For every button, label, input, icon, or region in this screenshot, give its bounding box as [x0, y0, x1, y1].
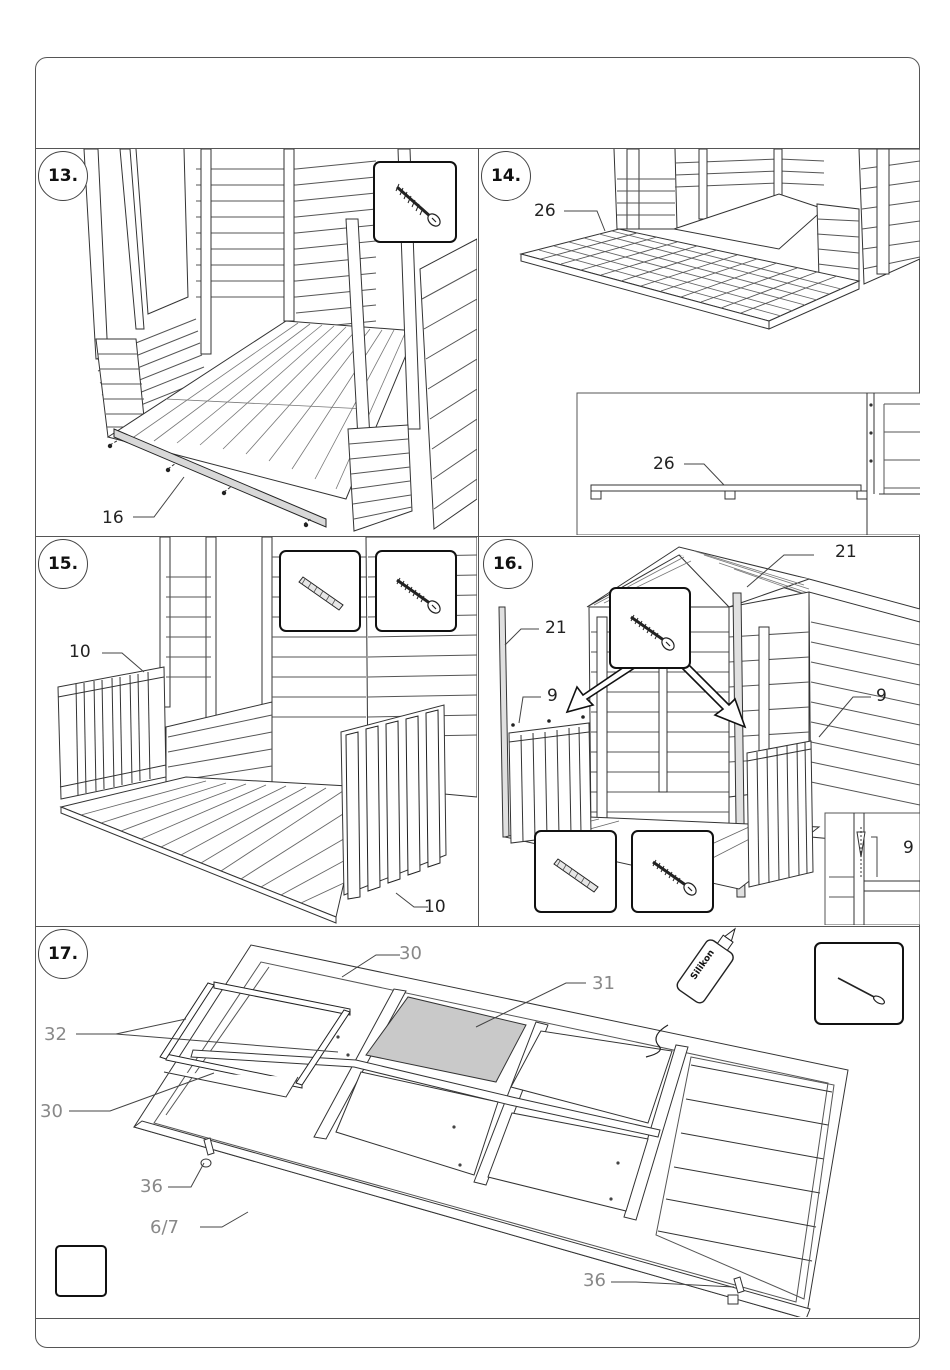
step-16-number: 16. [483, 539, 533, 589]
dowel-icon [281, 552, 363, 634]
step-15-callout-10-left: 10 [69, 642, 91, 662]
step-16-panel: 16. 21 21 9 9 9 [479, 537, 920, 925]
step-17-drawing [36, 927, 920, 1317]
step-17-nail-box [814, 942, 904, 1025]
step-13-callout-16: 16 [102, 508, 124, 528]
step-15-screw-box [375, 550, 457, 632]
footer-band [35, 1318, 920, 1348]
step-14-number: 14. [481, 151, 531, 201]
step-16-callout-21-left: 21 [545, 618, 567, 638]
screw-icon [611, 589, 693, 671]
step-17-callout-32: 32 [44, 1024, 67, 1045]
step-17-panel: 17. 30 31 32 30 36 6/7 36 Silikon [36, 927, 920, 1317]
step-13-panel: 13. 16 [36, 149, 477, 535]
step-17-callout-36-left: 36 [140, 1176, 163, 1197]
screw-icon [377, 552, 459, 634]
step-13-screw-box [373, 161, 457, 243]
step-17-callout-36-right: 36 [583, 1270, 606, 1291]
dowel-icon [536, 832, 619, 915]
screw-icon [633, 832, 716, 915]
step-16-callout-9-left: 9 [547, 686, 558, 706]
screw-icon [375, 163, 459, 245]
step-13-number: 13. [38, 151, 88, 201]
step-16-callout-9-inset: 9 [903, 838, 914, 858]
step-16-screw-box-bottom [631, 830, 714, 913]
step-17-callout-6-7: 6/7 [150, 1217, 179, 1238]
step-17-callout-31: 31 [592, 973, 615, 994]
step-16-callout-9-right: 9 [876, 686, 887, 706]
nail-icon [816, 944, 906, 1027]
step-16-dowel-box [534, 830, 617, 913]
step-15-dowel-box [279, 550, 361, 632]
header-band [35, 57, 920, 149]
step-17-callout-30-top: 30 [399, 943, 422, 964]
step-15-panel: 15. 10 10 [36, 537, 477, 925]
step-17-callout-30-left: 30 [40, 1101, 63, 1122]
step-14-callout-26-deck: 26 [534, 201, 556, 221]
step-15-number: 15. [38, 539, 88, 589]
step-checkbox [55, 1245, 107, 1297]
grid-line-bottom [35, 1318, 920, 1319]
step-16-callout-21-right: 21 [835, 542, 857, 562]
step-14-panel: 14. 26 26 [479, 149, 920, 535]
step-17-number: 17. [38, 929, 88, 979]
step-14-callout-26-inset: 26 [653, 454, 675, 474]
step-15-callout-10-right: 10 [424, 897, 446, 917]
step-16-screw-box-top [609, 587, 691, 669]
